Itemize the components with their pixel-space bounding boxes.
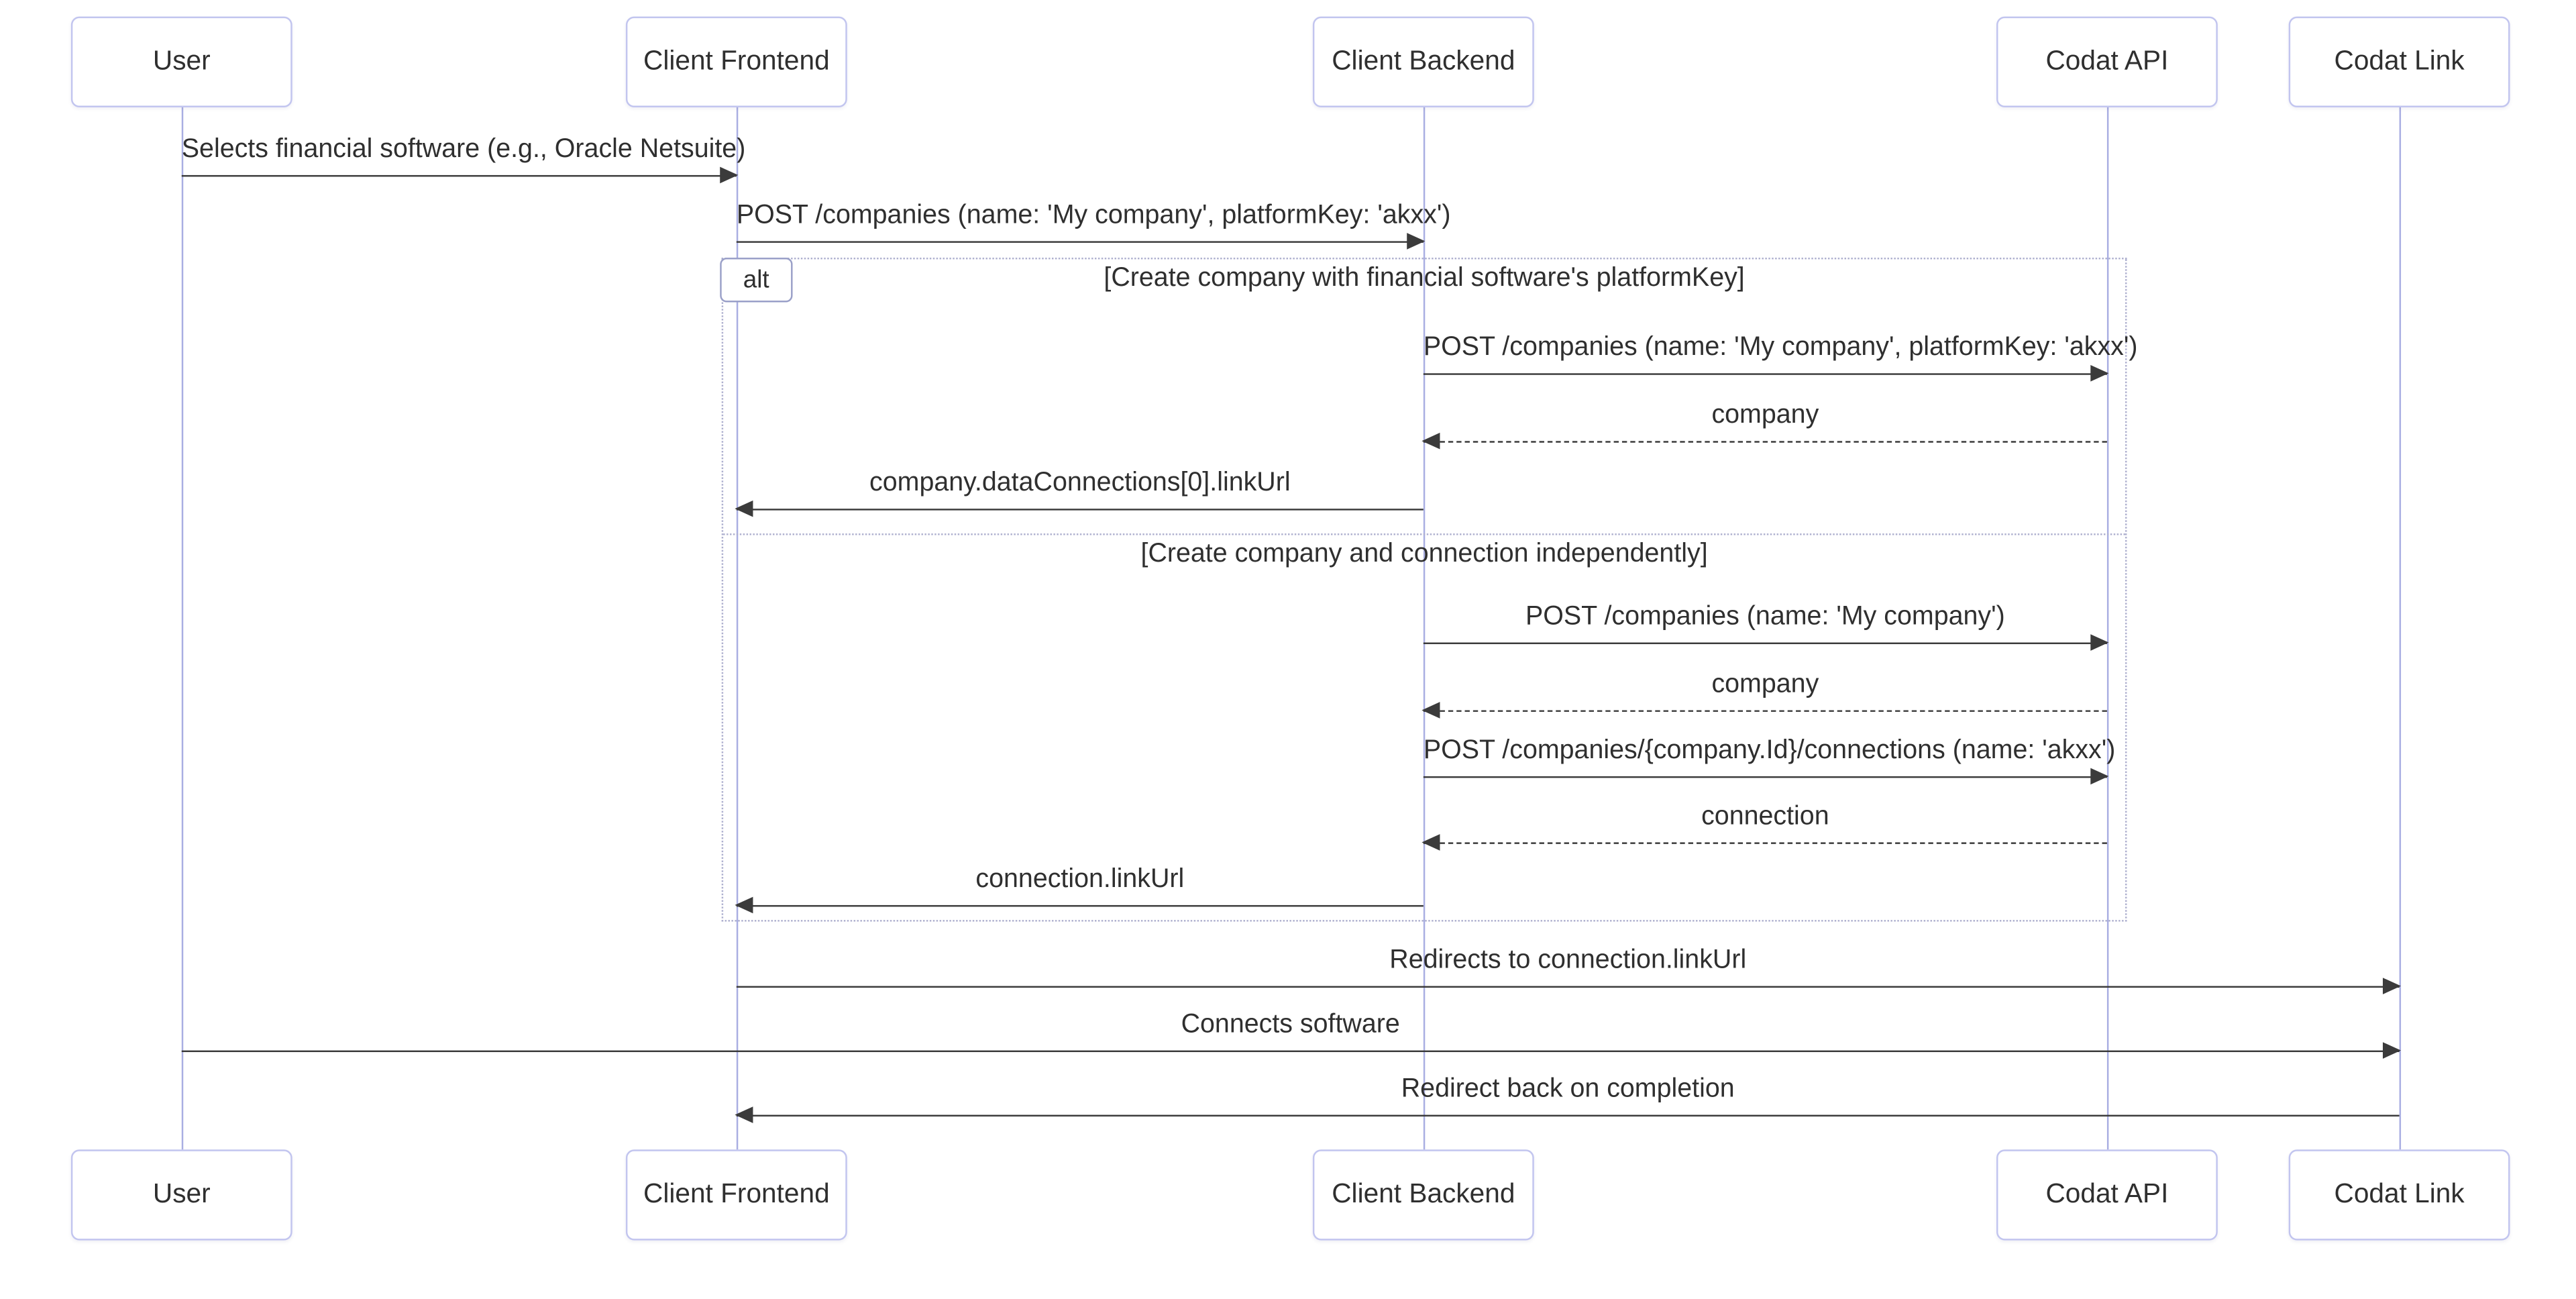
message-line	[1423, 373, 2107, 375]
message-connection-return: connection	[1421, 791, 2107, 851]
message-company-return-2: company	[1421, 659, 2107, 719]
message-post-companies-frontend: POST /companies (name: 'My company', pla…	[736, 190, 1451, 250]
actor-codat-link-top: Codat Link	[2288, 16, 2510, 107]
actor-label: Codat Link	[2334, 46, 2465, 76]
actor-label: User	[152, 1179, 211, 1209]
arrowhead-right-icon	[2090, 634, 2109, 651]
arrowhead-right-icon	[2383, 1042, 2402, 1059]
actor-client-frontend-top: Client Frontend	[625, 16, 847, 107]
message-label: Selects financial software (e.g., Oracle…	[181, 135, 746, 164]
message-line	[1423, 776, 2107, 778]
message-selects-financial-software: Selects financial software (e.g., Oracle…	[181, 124, 746, 184]
message-connects-software: Connects software	[181, 999, 2402, 1059]
arrowhead-left-icon	[1421, 834, 1440, 851]
alt-branch-divider	[723, 533, 2126, 535]
arrowhead-right-icon	[720, 166, 739, 184]
message-label: Redirect back on completion	[1401, 1075, 1735, 1104]
message-line	[1423, 441, 2107, 443]
message-label: POST /companies (name: 'My company')	[1525, 603, 2005, 631]
actor-codat-api-bottom: Codat API	[1996, 1149, 2218, 1241]
message-connection-linkurl: connection.linkUrl	[735, 854, 1424, 914]
arrowhead-right-icon	[2383, 978, 2402, 994]
lifeline-user	[181, 107, 184, 1150]
message-line	[736, 241, 1424, 243]
message-label: company	[1711, 401, 1819, 429]
message-company-return-1: company	[1421, 390, 2107, 450]
arrowhead-left-icon	[735, 500, 753, 517]
lifeline-codat-link	[2399, 107, 2402, 1150]
actor-label: Client Frontend	[643, 1179, 830, 1209]
message-line	[1423, 842, 2107, 844]
alt-branch-condition-1: [Create company with financial software'…	[1104, 264, 1745, 293]
arrowhead-right-icon	[2090, 768, 2109, 785]
message-label: company.dataConnections[0].linkUrl	[869, 469, 1291, 497]
arrowhead-left-icon	[1421, 432, 1440, 450]
actor-user-top: User	[70, 16, 292, 107]
message-line	[1423, 710, 2107, 712]
alt-branch-condition-2: [Create company and connection independe…	[1140, 539, 1708, 568]
message-label: POST /companies (name: 'My company', pla…	[736, 201, 1451, 230]
actor-label: Client Backend	[1332, 46, 1515, 76]
alt-fragment-operator-label: alt	[720, 258, 793, 303]
actor-codat-link-bottom: Codat Link	[2288, 1149, 2510, 1241]
message-label: POST /companies/{company.Id}/connections…	[1423, 736, 2116, 765]
actor-codat-api-top: Codat API	[1996, 16, 2218, 107]
message-line	[181, 174, 737, 177]
message-redirect-back: Redirect back on completion	[735, 1063, 2400, 1123]
message-label: Connects software	[1181, 1010, 1400, 1039]
message-label: POST /companies (name: 'My company', pla…	[1423, 333, 2138, 362]
arrowhead-right-icon	[1407, 233, 1426, 250]
message-post-companies-platformkey: POST /companies (name: 'My company', pla…	[1423, 322, 2138, 382]
actor-label: Client Backend	[1332, 1179, 1515, 1209]
message-dataconnections-linkurl: company.dataConnections[0].linkUrl	[735, 458, 1424, 517]
actor-label: User	[152, 46, 211, 76]
message-label: connection.linkUrl	[975, 865, 1185, 894]
actor-client-backend-bottom: Client Backend	[1312, 1149, 1534, 1241]
message-label: company	[1711, 670, 1819, 699]
message-line	[181, 1050, 2400, 1052]
actor-client-frontend-bottom: Client Frontend	[625, 1149, 847, 1241]
alt-fragment-frame: alt [Create company with financial softw…	[720, 258, 2127, 922]
lifeline-client-backend	[1423, 107, 1426, 1150]
actor-label: Codat API	[2045, 46, 2169, 76]
message-post-companies-name-only: POST /companies (name: 'My company')	[1423, 591, 2109, 651]
message-line	[736, 986, 2400, 988]
actor-label: Codat Link	[2334, 1179, 2465, 1209]
message-post-connections: POST /companies/{company.Id}/connections…	[1423, 725, 2116, 785]
arrowhead-left-icon	[735, 1106, 753, 1123]
actor-client-backend-top: Client Backend	[1312, 16, 1534, 107]
arrowhead-left-icon	[1421, 702, 1440, 719]
actor-label: Client Frontend	[643, 46, 830, 76]
message-label: Redirects to connection.linkUrl	[1389, 946, 1747, 975]
lifeline-codat-api	[2106, 107, 2109, 1150]
lifeline-client-frontend	[736, 107, 739, 1150]
message-label: connection	[1701, 802, 1829, 831]
actor-user-bottom: User	[70, 1149, 292, 1241]
actor-label: Codat API	[2045, 1179, 2169, 1209]
message-line	[736, 1114, 2400, 1117]
message-redirects-to-linkurl: Redirects to connection.linkUrl	[736, 935, 2402, 994]
message-line	[736, 904, 1424, 907]
message-line	[1423, 642, 2107, 645]
message-line	[736, 509, 1424, 511]
arrowhead-right-icon	[2090, 365, 2109, 382]
arrowhead-left-icon	[735, 896, 753, 914]
